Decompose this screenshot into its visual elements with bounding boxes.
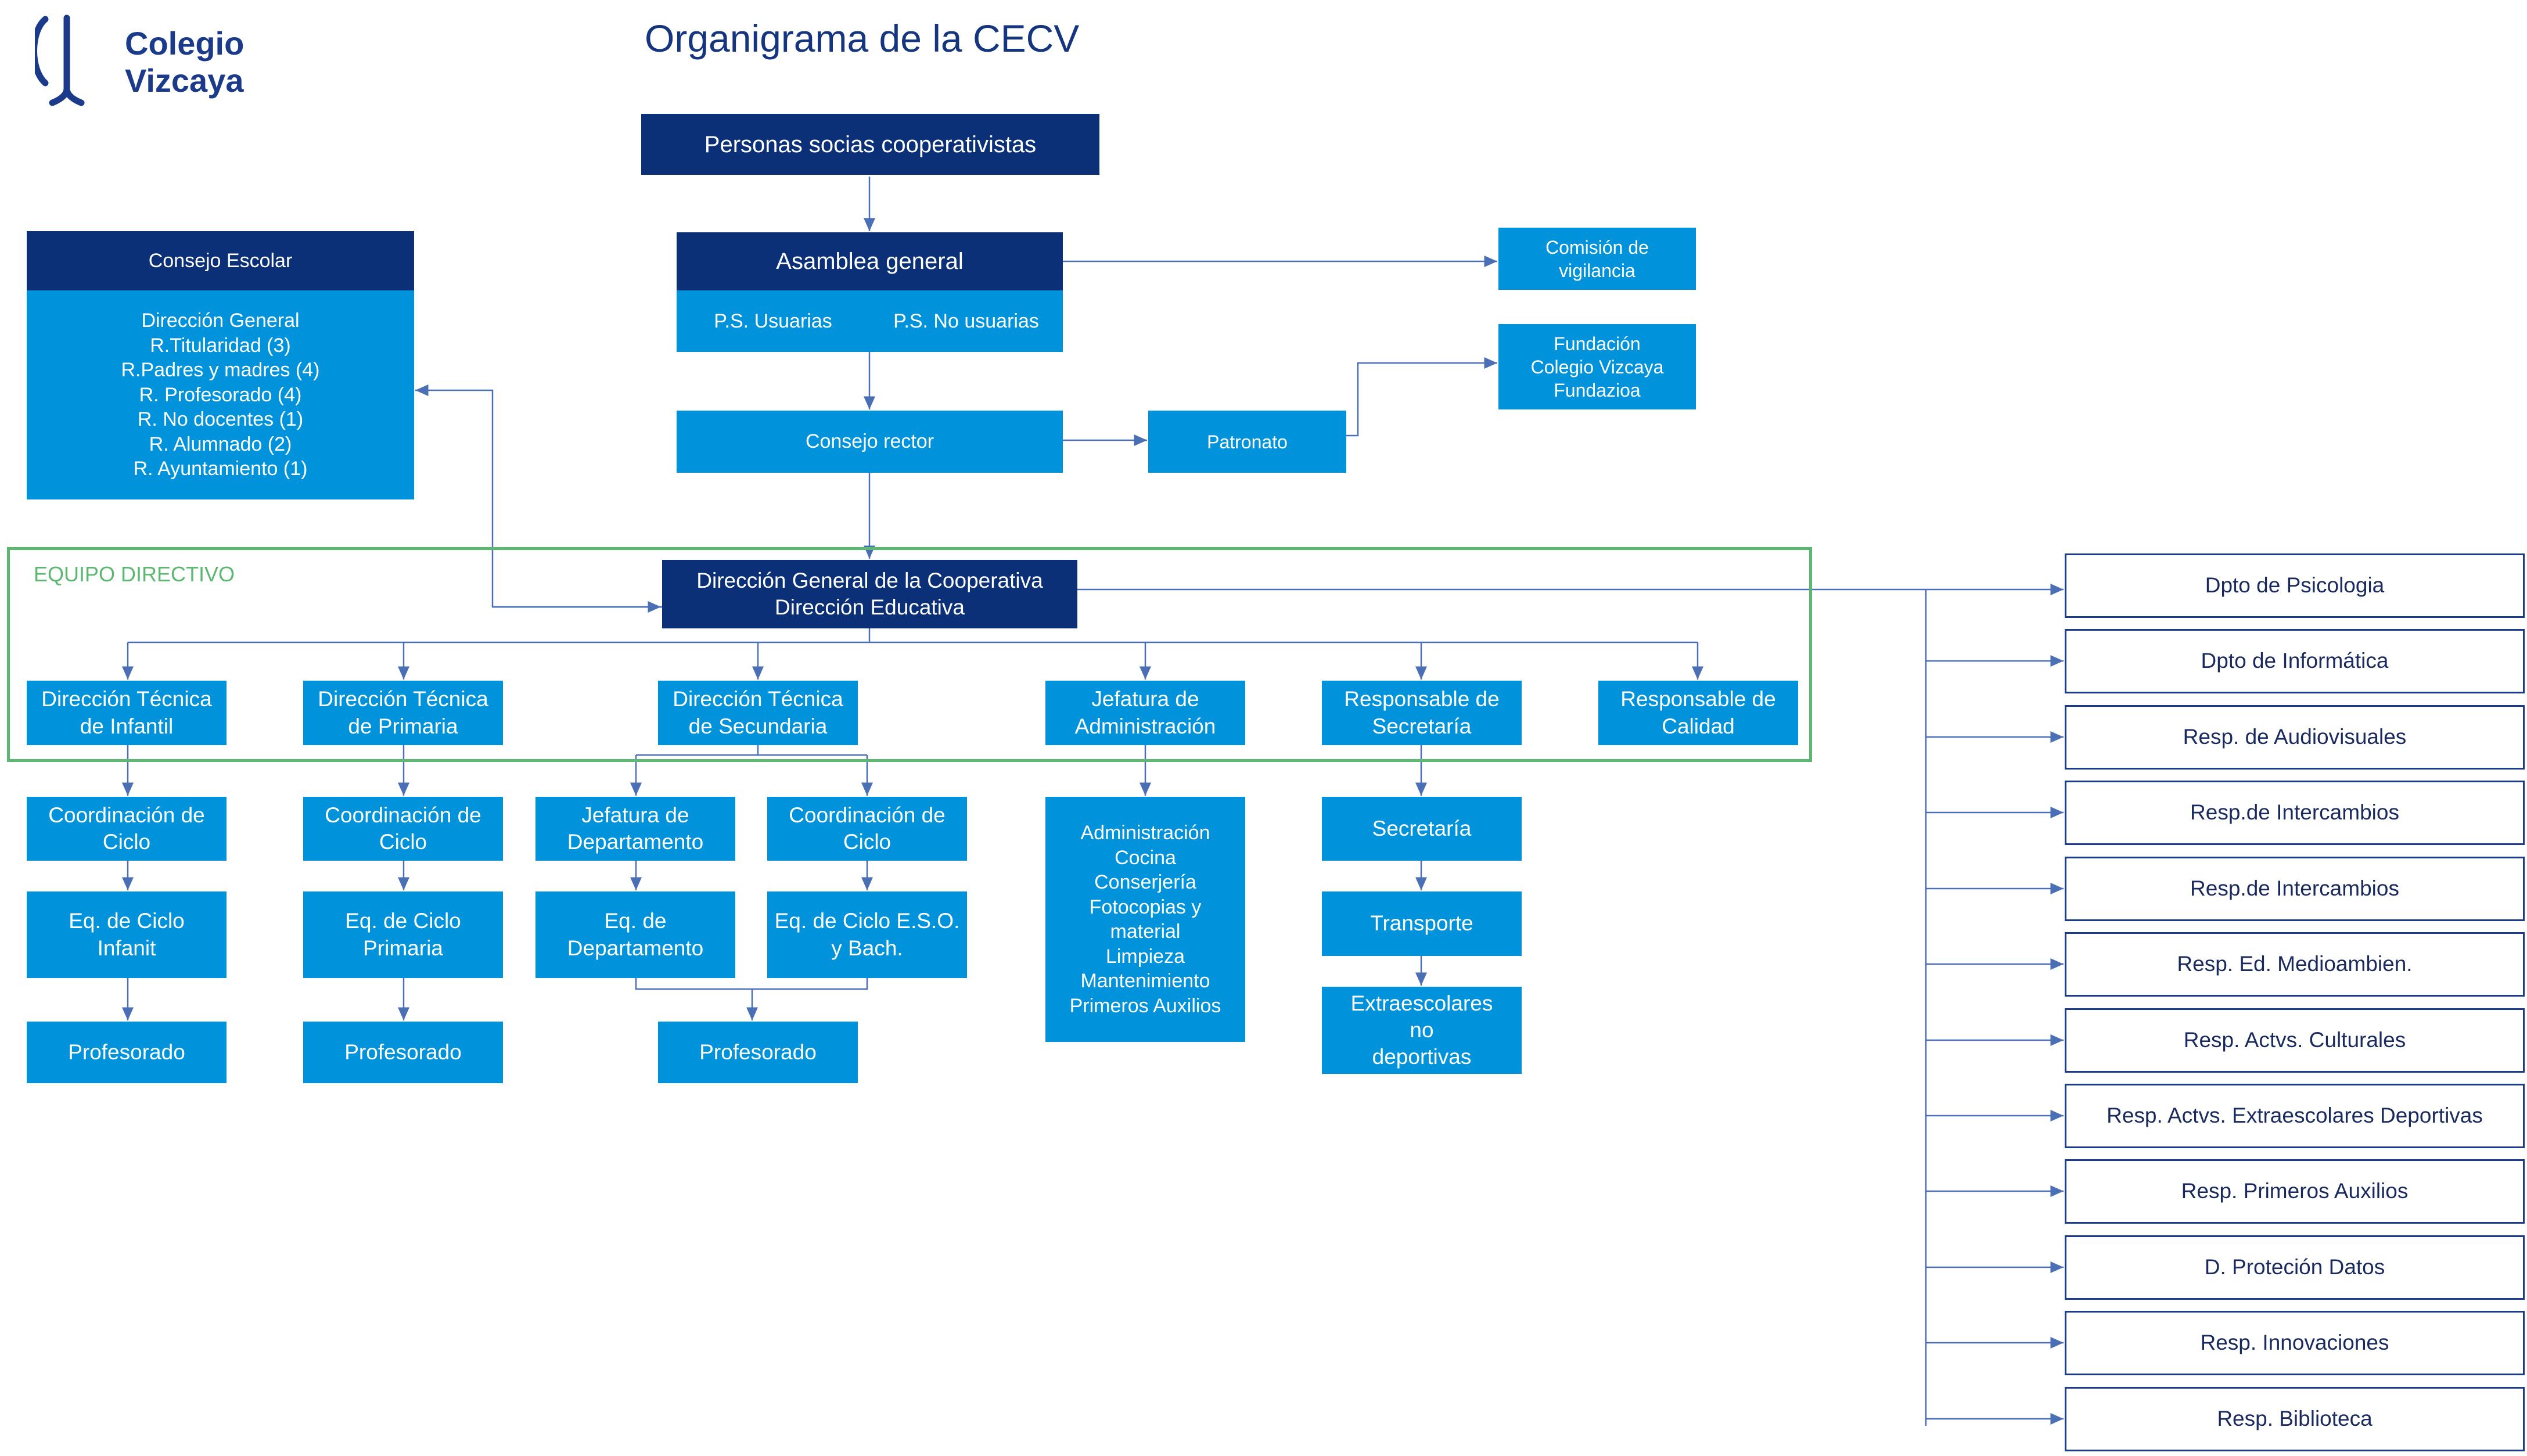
right-list-item[interactable]: Resp. Ed. Medioambien.	[2065, 932, 2525, 997]
node-eq-ciclo-infantil[interactable]: Eq. de Ciclo Infanit	[27, 891, 227, 978]
node-dt-primaria[interactable]: Dirección Técnica de Primaria	[303, 681, 503, 745]
node-comision-vigilancia[interactable]: Comisión de vigilancia	[1498, 228, 1696, 290]
node-direccion-general[interactable]: Dirección General de la Cooperativa Dire…	[662, 560, 1077, 628]
node-profesorado-infantil[interactable]: Profesorado	[27, 1022, 227, 1083]
shield-logo-icon	[35, 15, 85, 106]
node-profesorado-secundaria[interactable]: Profesorado	[658, 1022, 858, 1083]
right-list-item[interactable]: Resp. Innovaciones	[2065, 1311, 2525, 1375]
node-patronato[interactable]: Patronato	[1148, 411, 1346, 473]
node-ps-no-usuarias[interactable]: P.S. No usuarias	[869, 290, 1063, 352]
node-coordinacion-ciclo-primaria[interactable]: Coordinación de Ciclo	[303, 797, 503, 861]
node-fundacion[interactable]: Fundación Colegio Vizcaya Fundazioa	[1498, 324, 1696, 409]
node-coordinacion-ciclo-infantil[interactable]: Coordinación de Ciclo	[27, 797, 227, 861]
node-responsable-secretaria[interactable]: Responsable de Secretaría	[1322, 681, 1522, 745]
node-jefatura-departamento[interactable]: Jefatura de Departamento	[535, 797, 735, 861]
node-asamblea-general[interactable]: Asamblea general	[677, 232, 1063, 290]
node-secretaria[interactable]: Secretaría	[1322, 797, 1522, 861]
node-dt-secundaria[interactable]: Dirección Técnica de Secundaria	[658, 681, 858, 745]
right-list-item[interactable]: Dpto de Informática	[2065, 629, 2525, 693]
node-eq-ciclo-eso[interactable]: Eq. de Ciclo E.S.O. y Bach.	[767, 891, 967, 978]
node-ps-usuarias[interactable]: P.S. Usuarias	[677, 290, 869, 352]
right-list-item[interactable]: Resp. de Audiovisuales	[2065, 705, 2525, 770]
node-profesorado-primaria[interactable]: Profesorado	[303, 1022, 503, 1083]
right-list-item[interactable]: Resp. Actvs. Extraescolares Deportivas	[2065, 1084, 2525, 1148]
node-consejo-rector[interactable]: Consejo rector	[677, 411, 1063, 473]
node-jefatura-administracion[interactable]: Jefatura de Administración	[1045, 681, 1245, 745]
node-consejo-escolar[interactable]: Consejo Escolar	[27, 231, 414, 290]
node-administracion-staff: Administración Cocina Conserjería Fotoco…	[1045, 797, 1245, 1042]
node-dt-infantil[interactable]: Dirección Técnica de Infantil	[27, 681, 227, 745]
logo-text: Colegio Vizcaya	[125, 25, 245, 99]
right-list-item[interactable]: Resp. Actvs. Culturales	[2065, 1008, 2525, 1073]
node-consejo-escolar-members: Dirección General R.Titularidad (3) R.Pa…	[27, 290, 414, 499]
page-title: Organigrama de la CECV	[645, 17, 1080, 60]
right-list-item[interactable]: Dpto de Psicologia	[2065, 553, 2525, 618]
node-personas-socias[interactable]: Personas socias cooperativistas	[641, 114, 1099, 175]
node-extraescolares-no-deportivas[interactable]: Extraescolares no deportivas	[1322, 987, 1522, 1074]
equipo-directivo-group	[7, 547, 1812, 762]
node-eq-ciclo-primaria[interactable]: Eq. de Ciclo Primaria	[303, 891, 503, 978]
right-list-item[interactable]: Resp. Primeros Auxilios	[2065, 1159, 2525, 1224]
colegio-vizcaya-logo: Colegio Vizcaya	[35, 15, 256, 107]
node-coordinacion-ciclo-secundaria[interactable]: Coordinación de Ciclo	[767, 797, 967, 861]
right-list-item[interactable]: Resp. Biblioteca	[2065, 1387, 2525, 1451]
node-eq-departamento[interactable]: Eq. de Departamento	[535, 891, 735, 978]
node-responsable-calidad[interactable]: Responsable de Calidad	[1598, 681, 1798, 745]
node-transporte[interactable]: Transporte	[1322, 891, 1522, 956]
right-list-item[interactable]: Resp.de Intercambios	[2065, 857, 2525, 921]
equipo-directivo-label: EQUIPO DIRECTIVO	[34, 562, 235, 586]
right-list-item[interactable]: Resp.de Intercambios	[2065, 781, 2525, 845]
right-list-item[interactable]: D. Proteción Datos	[2065, 1235, 2525, 1300]
